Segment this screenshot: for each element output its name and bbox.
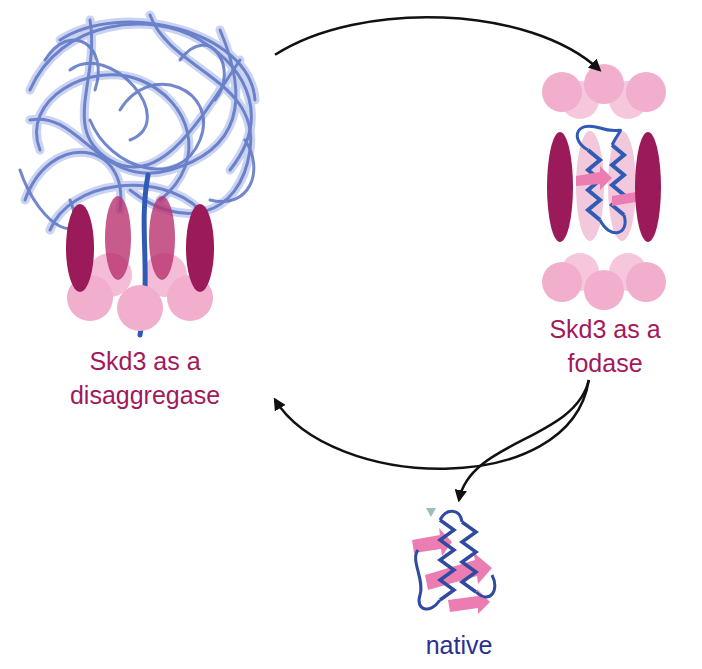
hexamer-channel (542, 64, 666, 310)
hexamer-channel (626, 262, 666, 302)
protein-aggregate (180, 45, 224, 100)
hexamer-channel (584, 270, 624, 310)
native-protein (476, 575, 495, 597)
hexamer-channel (635, 132, 661, 242)
cycle-arrow (459, 380, 589, 500)
hexamer-ring (186, 204, 214, 292)
native-protein (448, 589, 490, 614)
hexamer-channel (577, 126, 620, 150)
native-protein (412, 508, 495, 614)
cycle-arrow (275, 17, 600, 70)
protein-aggregate (210, 140, 254, 202)
protein-aggregate (36, 75, 188, 200)
hexamer-channel (547, 132, 573, 242)
native-node: native (400, 500, 518, 662)
protein-aggregate (70, 63, 147, 140)
hexamer-channel (588, 150, 600, 220)
native-protein (440, 520, 454, 600)
fodase-node: Skd3 as a fodase (515, 70, 695, 380)
protein-aggregate (20, 15, 255, 230)
hexamer-ring (117, 285, 163, 331)
hexamer-channel (608, 131, 636, 241)
native-protein (440, 511, 462, 522)
native-protein (462, 522, 476, 592)
protein-aggregate (30, 30, 236, 173)
hexamer-channel (584, 64, 624, 104)
node-label: native (404, 628, 514, 662)
hexamer-channel (600, 215, 625, 233)
hexamer-channel (576, 131, 604, 241)
protein-aggregate (20, 170, 75, 228)
native-protein (426, 508, 436, 517)
native-protein (425, 552, 492, 590)
hexamer-channel (626, 72, 666, 112)
hexamer-ring (66, 204, 94, 292)
cycle-arrow (275, 380, 589, 469)
protein-aggregate (20, 15, 255, 230)
hexamer-ring (105, 196, 131, 280)
protein-aggregate (45, 40, 98, 90)
protein-aggregate (36, 75, 188, 200)
protein-aggregate (30, 30, 236, 173)
protein-aggregate (25, 15, 255, 230)
hexamer-ring (66, 175, 214, 335)
native-protein (416, 550, 440, 609)
hexamer-channel (542, 72, 582, 112)
node-label: Skd3 as a disaggregase (60, 344, 230, 412)
hexamer-channel (576, 166, 612, 190)
hexamer-ring (149, 196, 175, 280)
node-label: Skd3 as a fodase (535, 312, 675, 380)
disaggregase-node: Skd3 as a disaggregase (15, 0, 275, 412)
hexamer-channel (542, 262, 582, 302)
